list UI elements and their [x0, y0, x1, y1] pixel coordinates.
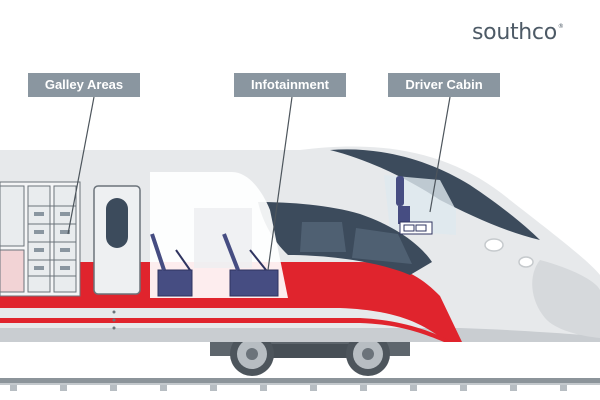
southco-logo: southco®	[472, 20, 564, 45]
callout-galley-areas: Galley Areas	[28, 73, 140, 97]
headlight-2	[518, 256, 534, 268]
callout-infotainment: Infotainment	[234, 73, 346, 97]
callout-leaders	[67, 96, 451, 271]
trademark-mark: ®	[557, 23, 564, 30]
driver-seat	[396, 176, 433, 235]
side-window-1	[300, 222, 346, 252]
logo-text: southco	[472, 20, 557, 45]
passenger-door	[93, 185, 141, 330]
side-window-2	[352, 228, 412, 264]
headlight	[484, 238, 504, 252]
galley-cutaway	[0, 181, 81, 297]
infotainment-cutaway	[150, 172, 288, 298]
callout-driver-cabin: Driver Cabin	[388, 73, 500, 97]
rail-track	[0, 378, 600, 391]
train-nose	[532, 260, 600, 338]
red-pinstripe	[0, 318, 452, 342]
